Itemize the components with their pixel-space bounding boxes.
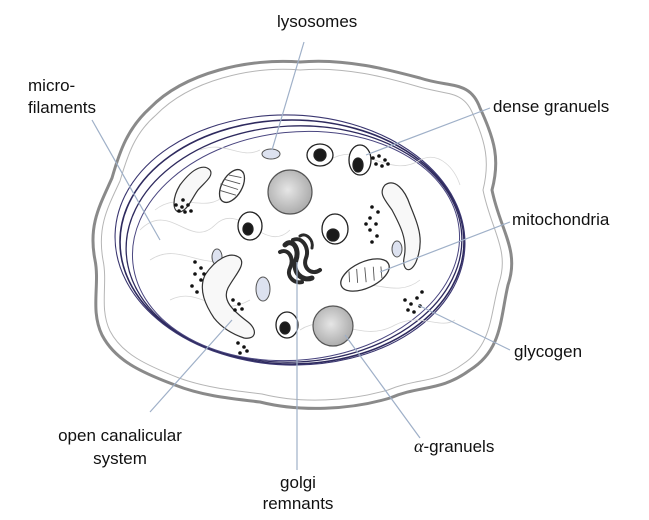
label-dense-granules: dense granuels [493, 97, 609, 117]
label-lysosomes: lysosomes [277, 12, 357, 32]
alpha-granules-text: -granuels [423, 437, 494, 456]
label-golgi-line1: golgi [272, 473, 324, 493]
label-glycogen: glycogen [514, 342, 582, 362]
label-ocs-line1: open canalicular [30, 426, 210, 446]
label-ocs-line2: system [30, 449, 210, 469]
label-alpha-granules: α-granuels [414, 436, 494, 457]
alpha-granule-1 [268, 170, 312, 214]
alpha-granule-2 [313, 306, 353, 346]
label-microfilaments-line1: micro- [28, 76, 75, 96]
label-mitochondria: mitochondria [512, 210, 609, 230]
label-microfilaments-line2: filaments [28, 98, 96, 118]
label-golgi-line2: remnants [254, 494, 342, 514]
